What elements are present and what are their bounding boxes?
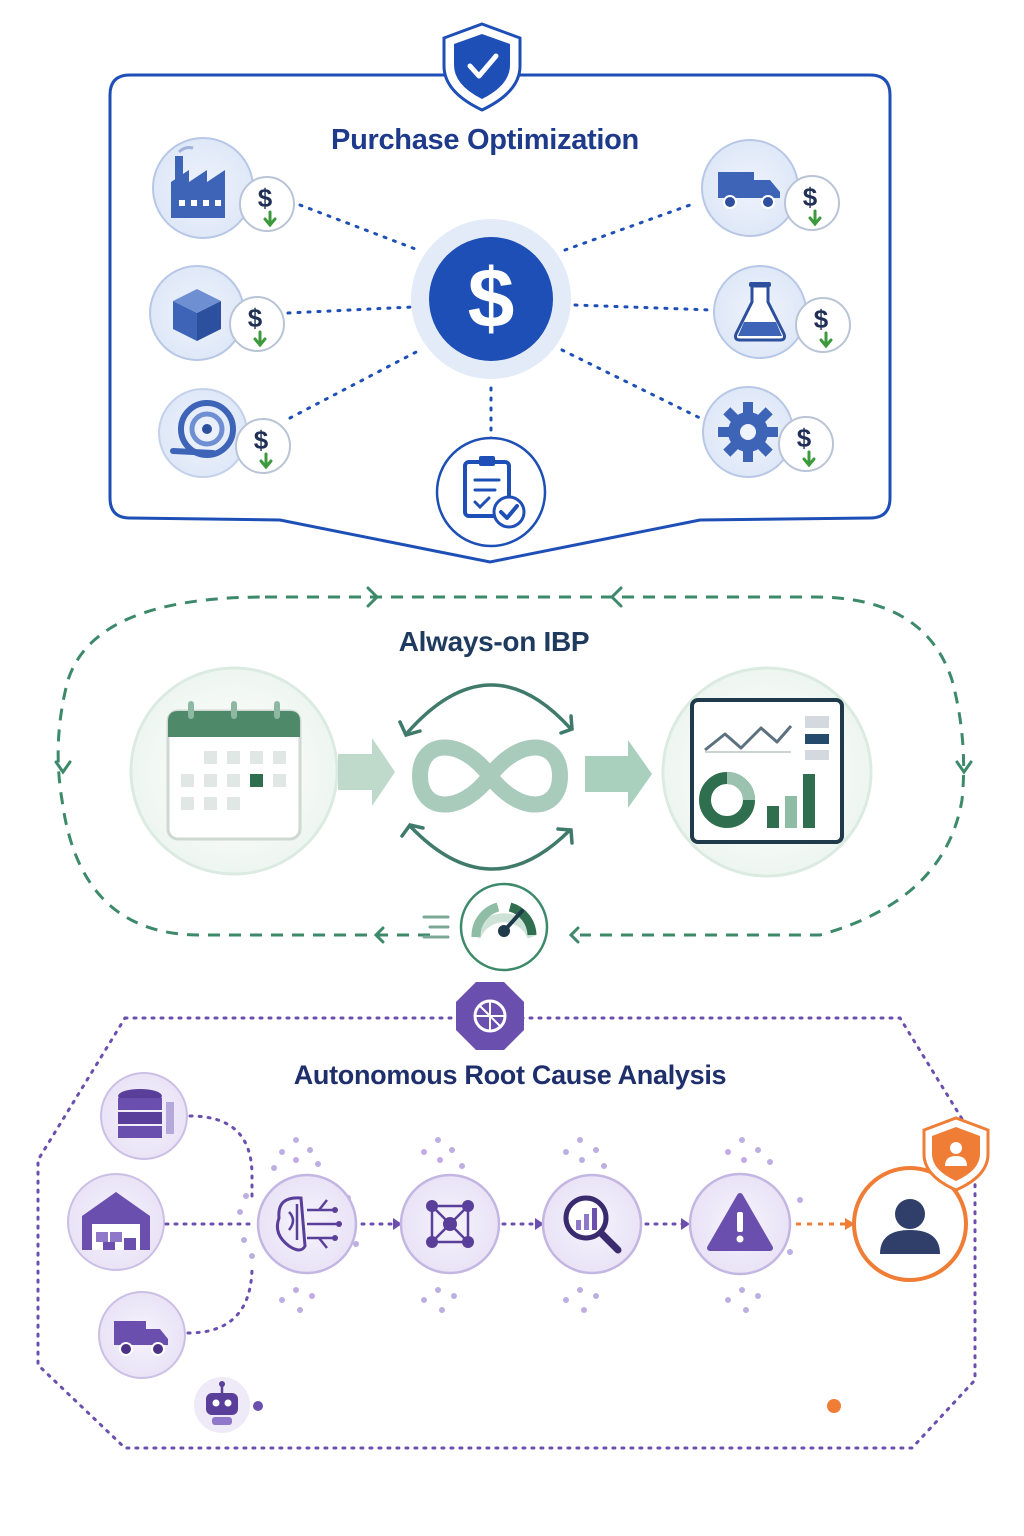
root-cause-analysis-section xyxy=(36,982,990,1450)
price-down-icon: $ xyxy=(778,416,834,472)
user-shield-icon xyxy=(922,1116,990,1192)
shield-check-icon xyxy=(442,22,522,112)
robot-icon xyxy=(194,1377,250,1433)
dollar-icon: $ xyxy=(411,219,571,379)
database-icon xyxy=(100,1072,188,1160)
svg-text:$: $ xyxy=(254,425,269,455)
price-down-icon: $ xyxy=(239,176,295,232)
price-down-icon: $ xyxy=(229,296,285,352)
purchase-connectors xyxy=(286,203,714,442)
ibp-dashed-loop xyxy=(56,595,966,937)
flow-arrow-right-2 xyxy=(585,740,652,808)
svg-text:$: $ xyxy=(258,183,273,213)
always-on-ibp-title: Always-on IBP xyxy=(398,626,590,657)
dashboard-icon xyxy=(661,666,873,878)
svg-text:$: $ xyxy=(468,251,515,345)
speedometer-icon xyxy=(422,882,549,972)
warning-icon xyxy=(688,1172,792,1276)
cycle-arrow-icon xyxy=(54,586,973,944)
box-icon xyxy=(149,265,245,361)
svg-text:$: $ xyxy=(814,304,829,334)
infinity-icon xyxy=(411,739,569,813)
clipboard-check-icon xyxy=(435,436,547,548)
user-icon xyxy=(852,1166,968,1282)
svg-text:$: $ xyxy=(797,423,812,453)
price-down-icon: $ xyxy=(784,175,840,231)
always-on-ibp-section xyxy=(54,586,973,972)
timeline-end-dot xyxy=(827,1399,841,1413)
purchase-optimization-section: $ $ $ xyxy=(108,22,892,564)
price-down-icon: $ xyxy=(795,297,851,353)
particle-dots xyxy=(237,1137,803,1313)
rca-alert-arrowhead xyxy=(845,1218,855,1230)
truck-icon xyxy=(701,139,799,237)
rca-arrowheads xyxy=(393,1218,690,1230)
brain-chip-icon xyxy=(456,982,524,1050)
calendar-icon xyxy=(129,666,339,876)
svg-text:$: $ xyxy=(803,182,818,212)
rca-connectors xyxy=(164,1114,688,1335)
cycle-arrow-icon xyxy=(398,683,574,871)
coil-icon xyxy=(158,388,248,478)
svg-text:$: $ xyxy=(248,303,263,333)
price-down-icon: $ xyxy=(235,418,291,474)
flask-icon xyxy=(713,265,807,359)
magnify-chart-icon xyxy=(541,1173,643,1275)
gear-icon xyxy=(702,386,794,478)
network-icon xyxy=(399,1173,501,1275)
brain-chip-icon xyxy=(256,1173,358,1275)
factory-icon xyxy=(152,137,254,239)
purchase-optimization-title: Purchase Optimization xyxy=(331,124,639,156)
flow-arrow-right-1 xyxy=(338,738,395,806)
rca-dotted-frame xyxy=(36,1016,977,1450)
truck-icon xyxy=(98,1291,186,1379)
timeline-start-dot xyxy=(253,1401,263,1411)
root-cause-analysis-title: Autonomous Root Cause Analysis xyxy=(293,1060,727,1090)
warehouse-icon xyxy=(67,1173,165,1271)
